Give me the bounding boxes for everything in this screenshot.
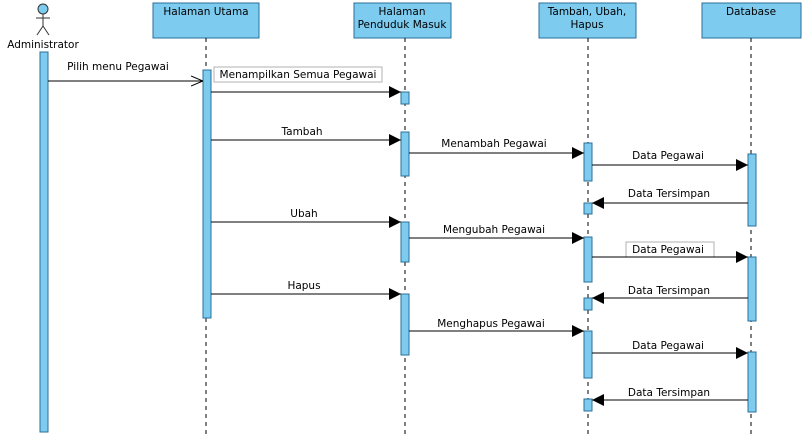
- actor-head: [37, 3, 49, 15]
- activation-database-1: [747, 153, 757, 227]
- message-label-box: [213, 66, 383, 83]
- activation-penduduk-2: [400, 131, 410, 177]
- activation-tuh-3: [583, 236, 593, 283]
- actor-leg-left: [36, 25, 44, 36]
- activation-tuh-5: [583, 330, 593, 379]
- activation-tuh-2: [583, 202, 593, 215]
- actor-leg-right: [42, 25, 50, 36]
- message-menampilkan-semua-pegawai: Menampilkan Semua Pegawai: [211, 66, 401, 98]
- message-label: Data Tersimpan: [628, 387, 710, 399]
- message-label: Mengubah Pegawai: [443, 224, 545, 236]
- participant-database: Database: [701, 2, 802, 39]
- message-label: Data Pegawai: [632, 150, 704, 162]
- message-label: Menambah Pegawai: [441, 138, 546, 150]
- message-hapus: Hapus: [211, 280, 401, 300]
- participant-box: [152, 2, 260, 39]
- message-label: Pilih menu Pegawai: [67, 61, 169, 73]
- message-label: Data Pegawai: [632, 340, 704, 352]
- participant-label-line2: Hapus: [570, 19, 603, 31]
- participant-label-line1: Halaman: [379, 6, 426, 18]
- message-data-tersimpan-2: Data Tersimpan: [592, 285, 748, 304]
- message-label: Data Pegawai: [632, 244, 704, 256]
- message-label: Data Tersimpan: [628, 285, 710, 297]
- participant-box: [538, 2, 637, 39]
- message-label: Menghapus Pegawai: [437, 318, 545, 330]
- participant-tambah-ubah-hapus: Tambah, Ubah, Hapus: [538, 2, 637, 39]
- message-data-tersimpan-3: Data Tersimpan: [592, 387, 748, 406]
- activation-halaman-utama: [202, 69, 212, 319]
- activation-penduduk-1: [400, 91, 410, 105]
- participant-box: [701, 2, 802, 39]
- message-label: Hapus: [287, 280, 320, 292]
- message-label: Menampilkan Semua Pegawai: [220, 69, 377, 81]
- message-tambah: Tambah: [211, 126, 401, 146]
- message-menambah-pegawai: Menambah Pegawai: [409, 138, 584, 159]
- message-data-pegawai-2: Data Pegawai: [592, 241, 748, 263]
- message-mengubah-pegawai: Mengubah Pegawai: [409, 224, 584, 244]
- participant-label: Database: [726, 6, 776, 18]
- message-data-pegawai-3: Data Pegawai: [592, 340, 748, 359]
- participant-label-line2: Penduduk Masuk: [358, 19, 448, 31]
- activation-penduduk-3: [400, 221, 410, 263]
- message-label: Tambah: [280, 126, 322, 138]
- message-data-pegawai-1: Data Pegawai: [592, 150, 748, 171]
- administrator-actor: Administrator: [7, 3, 79, 51]
- message-label: Ubah: [290, 208, 317, 220]
- participant-label-line1: Tambah, Ubah,: [547, 6, 627, 18]
- message-ubah: Ubah: [211, 208, 401, 228]
- activation-tuh-4: [583, 297, 593, 311]
- message-menghapus-pegawai: Menghapus Pegawai: [409, 318, 584, 337]
- activation-penduduk-4: [400, 293, 410, 356]
- participant-halaman-utama: Halaman Utama: [152, 2, 260, 39]
- activation-tuh-6: [583, 398, 593, 412]
- participant-halaman-penduduk-masuk: Halaman Penduduk Masuk: [353, 2, 452, 39]
- participant-label: Halaman Utama: [163, 6, 248, 18]
- message-label: Data Tersimpan: [628, 188, 710, 200]
- message-data-tersimpan-1: Data Tersimpan: [592, 188, 748, 209]
- actor-label: Administrator: [7, 39, 79, 51]
- participant-box: [353, 2, 452, 39]
- activation-database-2: [747, 256, 757, 322]
- activation-administrator: [39, 51, 49, 433]
- activation-database-3: [747, 351, 757, 413]
- activation-tuh-1: [583, 142, 593, 182]
- message-pilih-menu-pegawai: Pilih menu Pegawai: [48, 61, 203, 81]
